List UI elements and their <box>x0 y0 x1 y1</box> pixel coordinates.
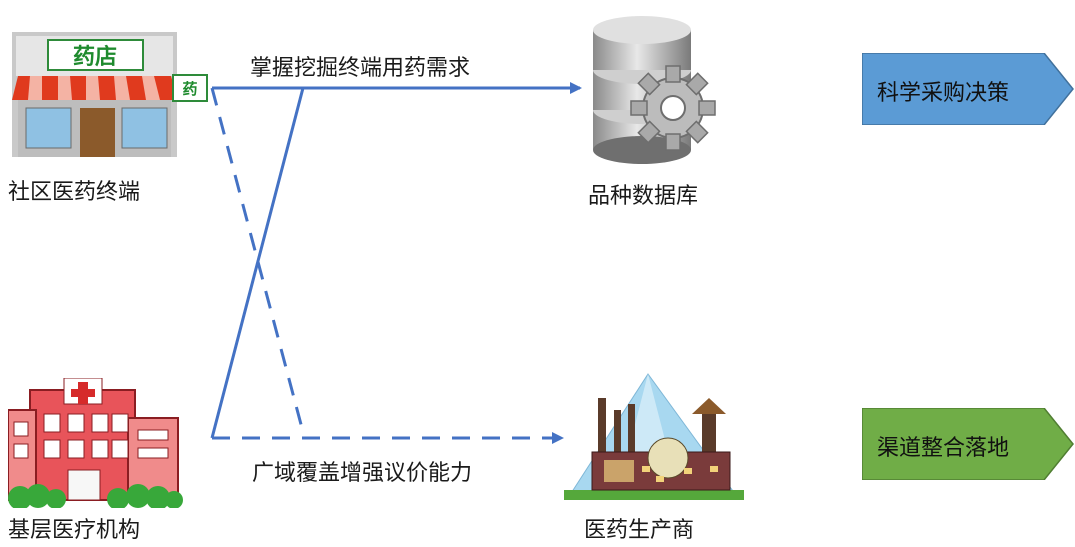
channel-arrow-fill <box>862 408 1074 480</box>
top-flow-label: 掌握挖掘终端用药需求 <box>250 56 471 81</box>
manufacturer-label: 医药生产商 <box>584 518 695 543</box>
database-label: 品种数据库 <box>588 184 699 209</box>
pharmacy-icon: 药店 药 <box>12 32 208 157</box>
channel-outcome-label: 渠道整合落地 <box>877 436 1010 461</box>
procurement-arrow-fill <box>862 53 1074 125</box>
hospital-icon <box>8 378 183 508</box>
clinic-label: 基层医疗机构 <box>8 518 141 543</box>
procurement-arrow-shape <box>862 53 1074 125</box>
channel-arrow-shape <box>862 408 1074 480</box>
bottom-flow-label: 广域覆盖增强议价能力 <box>252 461 473 486</box>
procurement-outcome-label: 科学采购决策 <box>877 81 1010 106</box>
pharmacy-label: 社区医药终端 <box>8 180 141 205</box>
database-icon <box>593 16 716 164</box>
pharmacy-sign-text: 药店 <box>73 45 117 70</box>
pharmacy-small-sign: 药 <box>182 80 197 98</box>
factory-icon <box>564 373 744 500</box>
